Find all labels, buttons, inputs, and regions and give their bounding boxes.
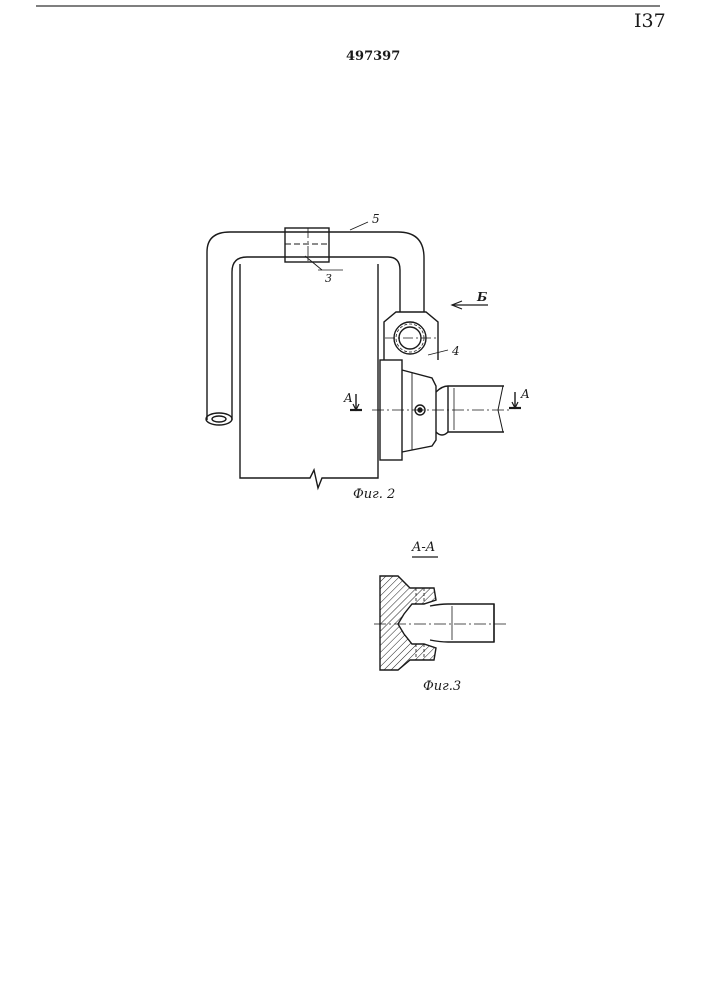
figure-3-drawing (374, 557, 508, 670)
figure-3-caption: Фиг.3 (423, 679, 461, 694)
tube-inner (232, 257, 400, 420)
figure-2-caption: Фиг. 2 (353, 487, 395, 502)
section-body (380, 576, 436, 670)
section-mark-right: A (521, 387, 530, 401)
main-block (240, 264, 378, 488)
label-view-b: Б (477, 290, 487, 304)
section-title: A-A (412, 540, 435, 555)
label-part-4: 4 (452, 344, 460, 358)
label-part-3: 3 (325, 272, 332, 285)
label-part-5: 5 (372, 212, 380, 226)
bracket (384, 312, 438, 360)
figure-2-drawing (206, 222, 521, 488)
outlet-pipe (436, 386, 504, 392)
section-mark-left: A (344, 391, 353, 405)
tube-end (206, 413, 232, 425)
